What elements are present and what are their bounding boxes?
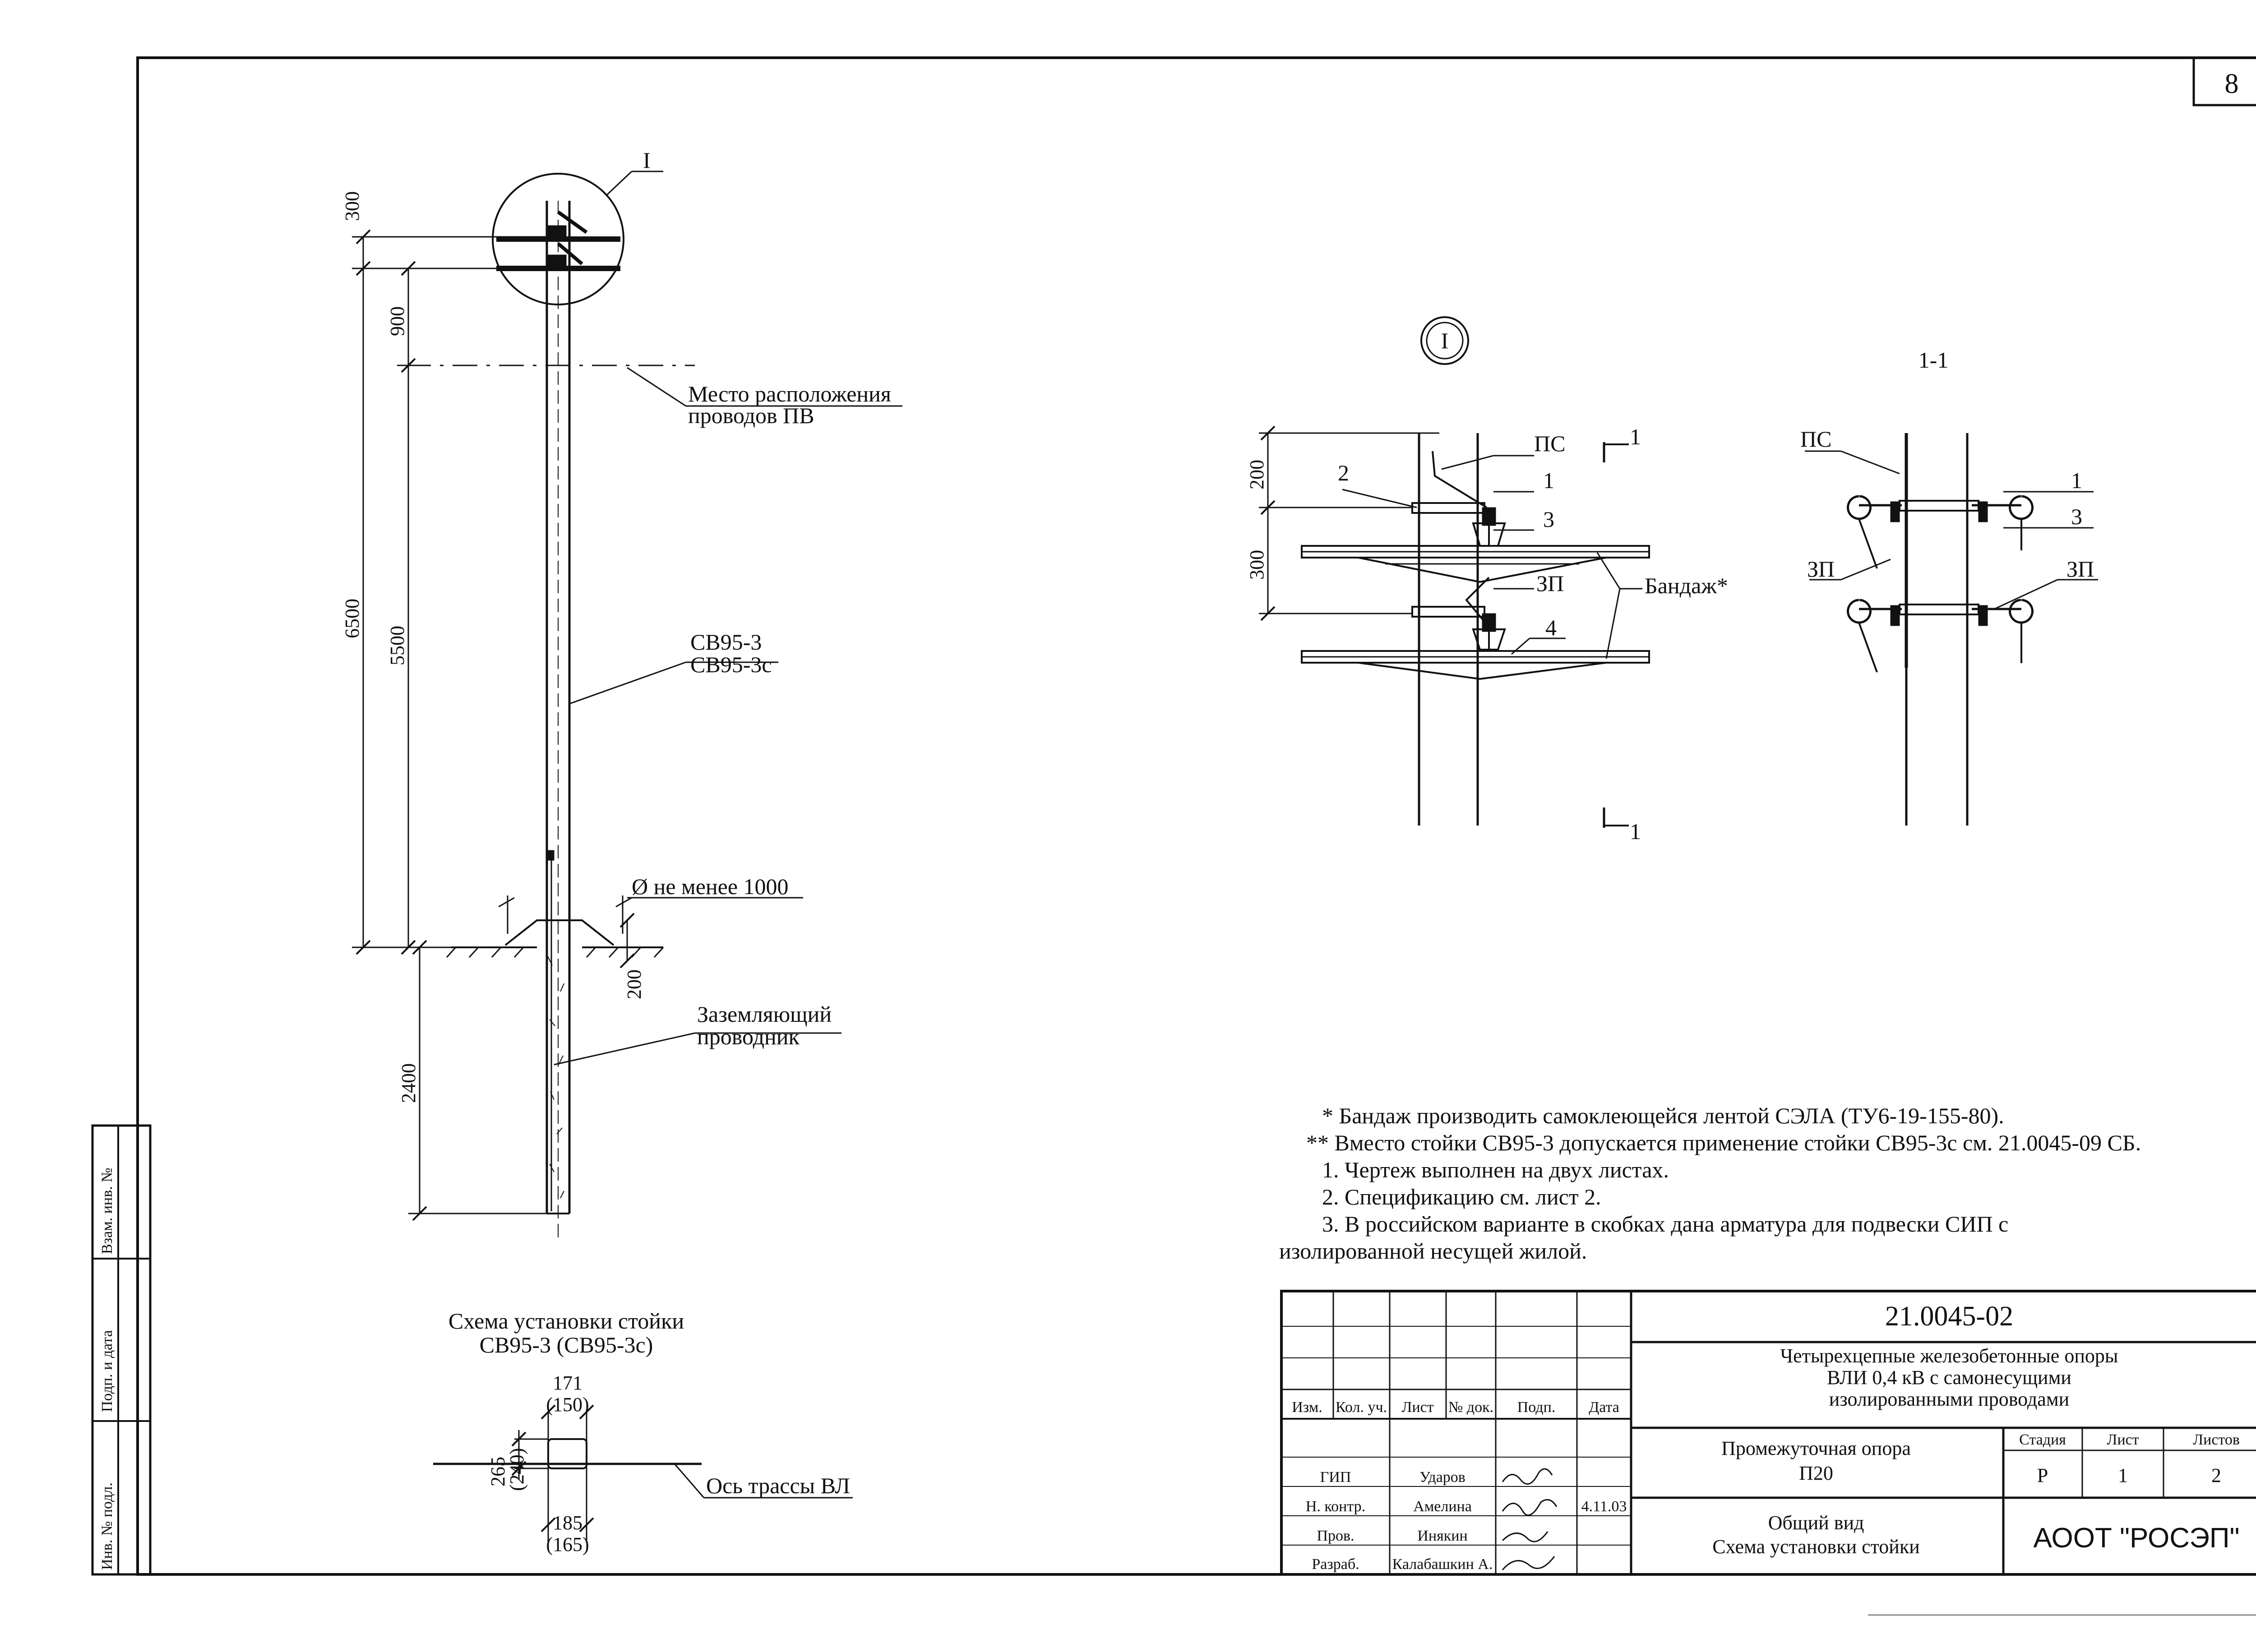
detail-bandage: Бандаж* — [1645, 573, 1728, 598]
stage-label: Стадия — [2019, 1431, 2066, 1448]
callout-I: I — [643, 148, 651, 173]
detail-n4: 4 — [1545, 615, 1557, 640]
doc-title-3: изолированными проводами — [1829, 1388, 2069, 1410]
note-line: изолированной несущей жилой. — [1279, 1238, 1587, 1264]
sheet-label: Лист — [2107, 1431, 2139, 1448]
install-scheme — [433, 1404, 853, 1543]
scheme-dim-bottom-alt: (165) — [546, 1533, 589, 1555]
col-header: Кол. уч. — [1336, 1399, 1387, 1416]
section-zp-right: ЗП — [2066, 556, 2094, 581]
note-line: 3. В российском варианте в скобках дана … — [1322, 1211, 2008, 1237]
sheets-label: Листов — [2193, 1431, 2240, 1448]
detail-n1: 1 — [1543, 468, 1554, 493]
doc-title-1: Четырехцепные железобетонные опоры — [1780, 1345, 2118, 1367]
dim-6500: 6500 — [341, 599, 363, 638]
section-title: 1-1 — [1919, 347, 1949, 373]
detail-ps: ПС — [1534, 431, 1565, 456]
note-line: 2. Спецификацию см. лист 2. — [1322, 1184, 1601, 1209]
detail-callout: I — [1441, 328, 1449, 353]
notes: * Бандаж производить самоклеющейся ленто… — [1279, 1103, 2141, 1264]
scheme-dim-side-alt: (240) — [506, 1448, 528, 1491]
stamp-sign-date: Подп. и дата — [99, 1330, 116, 1412]
note-line: * Бандаж производить самоклеющейся ленто… — [1322, 1103, 2004, 1128]
scheme-dim-top-alt: (150) — [546, 1394, 589, 1416]
stage-value: Р — [2037, 1464, 2048, 1486]
section-mark-top: 1 — [1630, 424, 1641, 449]
section-view — [1805, 433, 2098, 826]
rack-label-1: СВ95-3 — [690, 629, 762, 655]
section-mark-bottom: 1 — [1630, 819, 1641, 844]
diameter-label: Ø не менее 1000 — [632, 874, 789, 899]
role: Н. контр. — [1306, 1498, 1365, 1515]
person-name: Ударов — [1419, 1469, 1465, 1486]
pv-label-2: проводов ПВ — [688, 403, 814, 428]
person-name: Амелина — [1413, 1498, 1472, 1515]
col-header: Дата — [1589, 1399, 1619, 1416]
stamp-inv-no: Инв. № подл. — [99, 1482, 116, 1570]
detail-n2: 2 — [1338, 460, 1349, 485]
org-name: АООТ "РОСЭП" — [2034, 1523, 2240, 1554]
sign-date: 4.11.03 — [1581, 1498, 1627, 1515]
section-n3: 3 — [2071, 504, 2082, 529]
item-name-2: П20 — [1799, 1462, 1833, 1484]
col-header: Лист — [1401, 1399, 1433, 1416]
doc-code: 21.0045-02 — [1885, 1301, 2013, 1332]
section-n1: 1 — [2071, 468, 2082, 493]
rack-label-2: СВ95-3с — [690, 652, 772, 677]
detail-dim-200: 200 — [1246, 460, 1268, 489]
section-ps: ПС — [1800, 426, 1831, 452]
ground-label-1: Заземляющий — [697, 1001, 832, 1027]
scheme-dim-top: 171 — [553, 1372, 582, 1394]
page-number-box — [2192, 56, 2256, 106]
role: Разраб. — [1312, 1556, 1359, 1573]
dim-5500: 5500 — [386, 626, 408, 665]
section-zp-left: ЗП — [1807, 556, 1835, 581]
person-name: Инякин — [1417, 1527, 1467, 1544]
view-name-2: Схема установки стойки — [1712, 1536, 1920, 1558]
pole-elevation — [352, 171, 902, 1241]
detail-n3: 3 — [1543, 507, 1554, 532]
detail-zp: ЗП — [1536, 571, 1564, 596]
role: ГИП — [1320, 1469, 1351, 1486]
scheme-dim-side: 265 — [487, 1457, 509, 1486]
page-number: 8 — [2225, 69, 2239, 99]
dim-200: 200 — [623, 969, 645, 999]
item-name-1: Промежуточная опора — [1721, 1437, 1911, 1459]
pv-label-1: Место расположения — [688, 381, 891, 406]
scheme-title-2: СВ95-3 (СВ95-3с) — [480, 1332, 653, 1357]
doc-title-2: ВЛИ 0,4 кВ с самонесущими — [1827, 1366, 2071, 1389]
dim-900: 900 — [386, 306, 408, 336]
note-line: 1. Чертеж выполнен на двух листах. — [1322, 1157, 1669, 1182]
sheet-frame — [136, 56, 2256, 1576]
detail-dim-300: 300 — [1246, 550, 1268, 580]
detail-view — [1259, 316, 1650, 828]
title-block — [1280, 1290, 2256, 1576]
view-name-1: Общий вид — [1768, 1512, 1864, 1534]
col-header: Подп. — [1517, 1399, 1556, 1416]
person-name: Калабашкин А. — [1392, 1556, 1493, 1573]
sheets-value: 2 — [2211, 1464, 2221, 1486]
col-header: № док. — [1448, 1399, 1493, 1416]
col-header: Изм. — [1292, 1399, 1322, 1416]
stamp-vzam-inv: Взам. инв. № — [99, 1167, 116, 1254]
note-line: ** Вместо стойки СВ95-3 допускается прим… — [1306, 1130, 2141, 1155]
scheme-dim-bottom: 185 — [553, 1512, 582, 1534]
left-stamp: Взам. инв. № Подп. и дата Инв. № подл. — [91, 1124, 152, 1576]
ground-label-2: проводник — [697, 1024, 800, 1049]
dim-2400: 2400 — [398, 1063, 420, 1103]
dim-300: 300 — [341, 191, 363, 221]
role: Пров. — [1317, 1527, 1354, 1544]
axis-label: Ось трассы ВЛ — [706, 1473, 850, 1498]
scheme-title-1: Схема установки стойки — [448, 1308, 684, 1334]
sheet-value: 1 — [2118, 1464, 2128, 1486]
